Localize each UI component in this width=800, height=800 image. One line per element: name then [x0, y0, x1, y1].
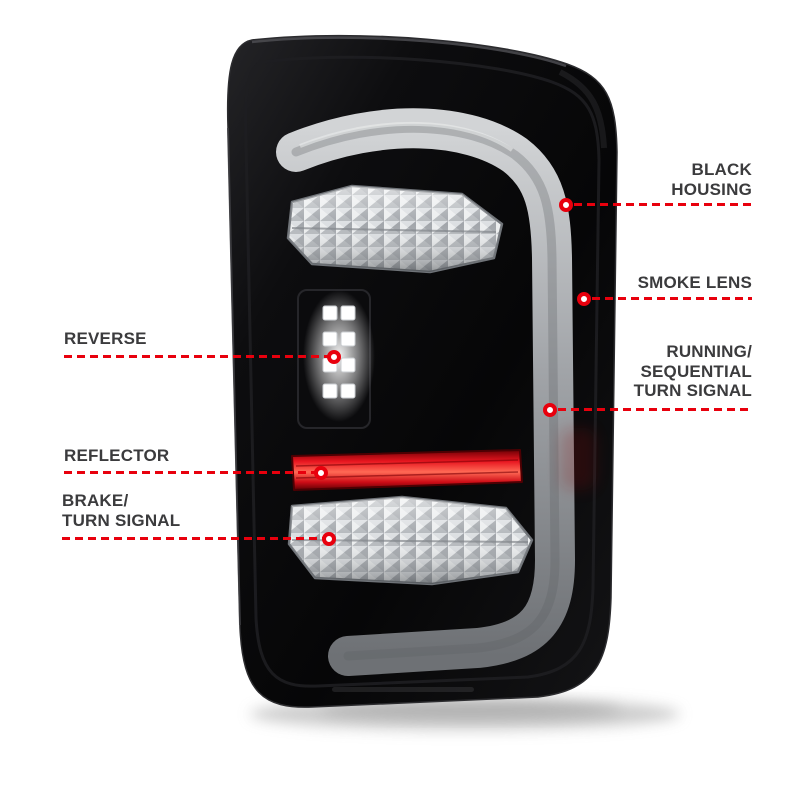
light-bar-shape — [276, 108, 576, 676]
callout-reflector-pointer-dot — [314, 466, 328, 480]
callout-black-housing-line — [574, 203, 752, 206]
callout-reverse-label: REVERSE — [64, 329, 147, 348]
upper-turn-signal-lens — [286, 184, 504, 274]
callout-reverse-line — [64, 355, 328, 358]
callout-smoke-lens-line — [592, 297, 752, 300]
callout-black-housing-label: BLACK HOUSING — [671, 160, 752, 199]
callout-brake-turn-line — [62, 537, 323, 540]
reflector-strip — [291, 428, 596, 491]
lower-brake-lens — [287, 495, 534, 586]
callout-reflector-line — [64, 471, 315, 474]
callout-brake-turn-label: BRAKE/ TURN SIGNAL — [62, 491, 181, 530]
callout-reverse-pointer-dot — [327, 350, 341, 364]
molded-marking — [332, 687, 474, 692]
callout-smoke-lens-label: SMOKE LENS — [637, 273, 752, 292]
callout-running-turn-pointer-dot — [543, 403, 557, 417]
callout-reflector-label: REFLECTOR — [64, 446, 170, 465]
callout-running-turn-line — [558, 408, 752, 411]
ground-shadow — [250, 698, 680, 730]
callout-black-housing-pointer-dot — [559, 198, 573, 212]
callout-brake-turn-pointer-dot — [322, 532, 336, 546]
callout-running-turn-label: RUNNING/ SEQUENTIAL TURN SIGNAL — [633, 342, 752, 400]
callout-smoke-lens-pointer-dot — [577, 292, 591, 306]
